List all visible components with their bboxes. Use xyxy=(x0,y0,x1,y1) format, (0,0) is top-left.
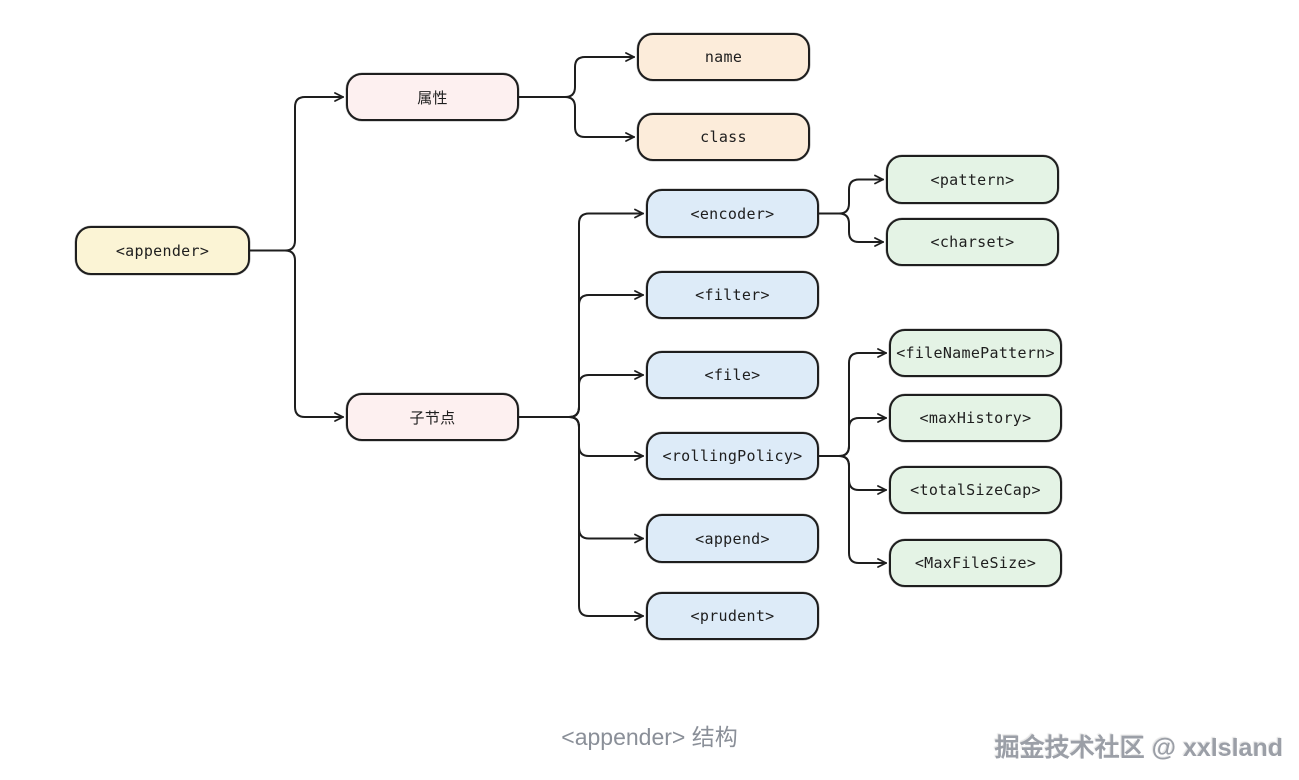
diagram-node-attrs: 属性 xyxy=(346,73,519,121)
diagram-caption: <appender> 结构 xyxy=(561,724,738,750)
diagram-node-name: name xyxy=(637,33,810,81)
edge-attrs-to-class xyxy=(518,96,635,142)
edge-rollingPolicy-to-MaxFileSize xyxy=(818,455,887,568)
diagram-node-filter: <filter> xyxy=(646,271,819,319)
node-label: class xyxy=(700,128,747,146)
edge-rollingPolicy-to-fileNamePattern xyxy=(818,348,887,457)
diagram-node-class: class xyxy=(637,113,810,161)
node-label: name xyxy=(704,48,743,66)
diagram-node-prudent: <prudent> xyxy=(646,592,819,640)
edge-children-to-append xyxy=(518,416,644,544)
edge-appender-to-attrs xyxy=(249,92,344,252)
diagram-node-pattern: <pattern> xyxy=(886,155,1059,204)
diagram-node-fileNamePattern: <fileNamePattern> xyxy=(889,329,1062,377)
node-label: <append> xyxy=(695,529,770,548)
node-label: <file> xyxy=(704,366,761,384)
node-label: <encoder> xyxy=(690,204,775,223)
diagram-node-totalSizeCap: <totalSizeCap> xyxy=(889,466,1062,514)
node-label: <prudent> xyxy=(690,607,775,625)
edge-rollingPolicy-to-maxHistory xyxy=(818,413,887,457)
diagram-node-rollingPolicy: <rollingPolicy> xyxy=(646,432,819,480)
edge-rollingPolicy-to-totalSizeCap xyxy=(818,455,887,495)
edge-children-to-rollingPolicy xyxy=(518,416,644,461)
node-label: <appender> xyxy=(115,241,210,260)
node-label: <rollingPolicy> xyxy=(662,447,803,465)
edge-encoder-to-charset xyxy=(818,212,884,247)
edge-children-to-file xyxy=(518,370,644,418)
edge-children-to-filter xyxy=(518,290,644,418)
node-label: <fileNamePattern> xyxy=(896,344,1055,362)
edge-encoder-to-pattern xyxy=(818,174,884,215)
edge-attrs-to-name xyxy=(518,52,635,98)
node-label: 子节点 xyxy=(409,408,456,427)
edge-children-to-encoder xyxy=(518,208,644,418)
node-label: <MaxFileSize> xyxy=(914,554,1037,572)
node-label: 属性 xyxy=(417,88,448,107)
diagram-node-file: <file> xyxy=(646,351,819,399)
node-label: <totalSizeCap> xyxy=(910,481,1041,499)
node-label: <pattern> xyxy=(930,170,1015,189)
diagram-node-encoder: <encoder> xyxy=(646,189,819,238)
diagram-node-maxHistory: <maxHistory> xyxy=(889,394,1062,442)
diagram-node-MaxFileSize: <MaxFileSize> xyxy=(889,539,1062,587)
node-label: <maxHistory> xyxy=(919,409,1032,427)
diagram-node-charset: <charset> xyxy=(886,218,1059,266)
node-label: <charset> xyxy=(930,233,1015,251)
diagram-node-append: <append> xyxy=(646,514,819,563)
diagram-node-children: 子节点 xyxy=(346,393,519,441)
edge-appender-to-children xyxy=(249,249,344,422)
watermark-text: 掘金技术社区 @ xxlsland xyxy=(994,734,1283,762)
diagram-node-appender: <appender> xyxy=(75,226,250,275)
edge-children-to-prudent xyxy=(518,416,644,621)
node-label: <filter> xyxy=(695,286,770,304)
